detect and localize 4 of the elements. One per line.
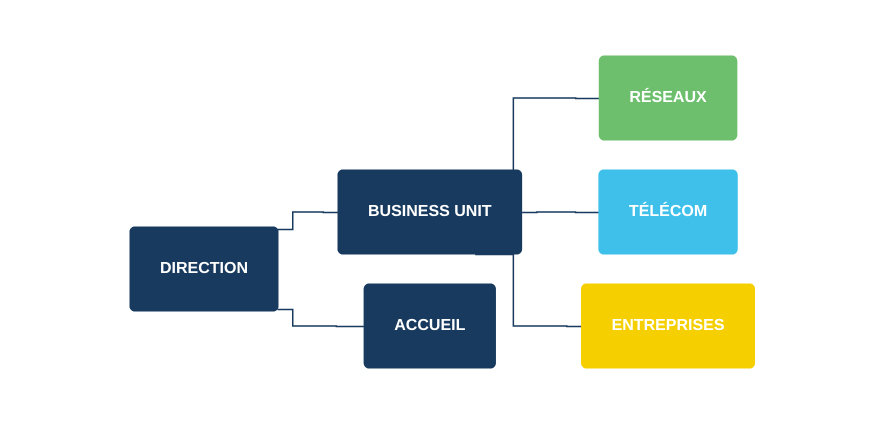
connector (475, 253, 582, 327)
connector (278, 210, 339, 230)
connector (522, 210, 600, 213)
connector (278, 308, 365, 327)
